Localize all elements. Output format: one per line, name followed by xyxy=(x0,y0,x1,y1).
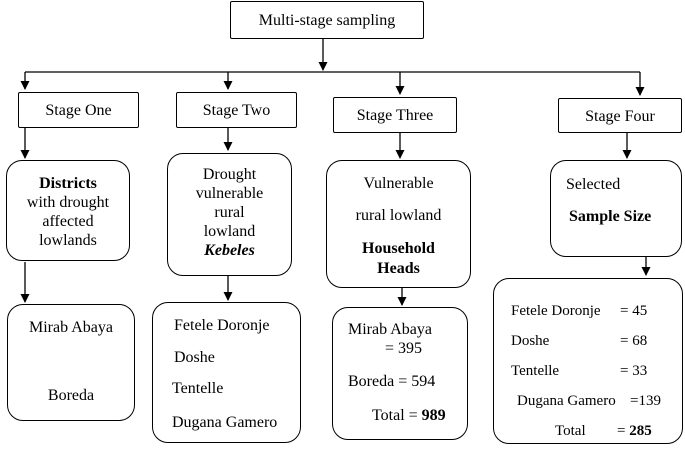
stage-three-detail-line: Heads xyxy=(377,260,420,277)
stage-three-total-line: Total = 989 xyxy=(372,406,446,425)
stage-two-detail-line: lowland xyxy=(203,223,256,240)
stage-one-result-line: Mirab Abaya xyxy=(29,319,113,336)
stage-four-result-value: = 68 xyxy=(620,333,648,349)
stage-three-detail-line: Household xyxy=(362,240,435,257)
stage-two-result-line: Doshe xyxy=(174,349,215,366)
stage-four-box: Stage Four xyxy=(558,98,682,133)
stage-four-detail-line: Selected xyxy=(566,176,621,193)
stage-four-result-value: = 45 xyxy=(620,303,648,319)
stage-four-label: Stage Four xyxy=(585,108,655,125)
stage-two-detail-line: vulnerable xyxy=(195,185,264,202)
stage-four-detail-line: Sample Size xyxy=(569,208,652,225)
stage-four-result-value: = 33 xyxy=(620,363,648,379)
stage-two-detail-line: Drought xyxy=(202,166,257,183)
stage-three-detail-line: rural lowland xyxy=(355,207,442,224)
stage-three-result-line: = 395 xyxy=(385,340,423,357)
stage-three-label: Stage Three xyxy=(356,107,434,124)
stage-two-detail-line: rural xyxy=(214,204,245,221)
title-text: Multi-stage sampling xyxy=(258,12,396,29)
stage-one-detail-line: affected xyxy=(42,213,94,230)
stage-one-detail-line: Districts xyxy=(39,175,97,192)
stage-one-box: Stage One xyxy=(18,92,139,128)
stage-three-box: Stage Three xyxy=(333,97,457,133)
stage-two-box: Stage Two xyxy=(176,92,297,128)
stage-one-result-box: Mirab Abaya Boreda xyxy=(7,304,135,421)
stage-three-result-line: Boreda = 594 xyxy=(348,373,436,390)
stage-two-label: Stage Two xyxy=(202,102,271,119)
stage-two-result-line: Dugana Gamero xyxy=(172,414,278,431)
stage-four-result-name: Tentelle xyxy=(511,363,560,379)
stage-two-detail-box: Drought vulnerable rural lowland Kebeles xyxy=(167,153,292,276)
stage-four-total-value: 285 xyxy=(629,423,652,439)
stage-one-result-line: Boreda xyxy=(47,387,95,404)
stage-four-total-eq: = xyxy=(617,423,630,439)
stage-three-result-line: Mirab Abaya xyxy=(348,321,432,338)
stage-two-detail-line: Kebeles xyxy=(204,242,255,259)
stage-two-result-line: Tentelle xyxy=(172,380,224,397)
stage-one-detail-line: lowlands xyxy=(39,232,97,249)
stage-four-detail-box: Selected Sample Size xyxy=(550,160,682,257)
stage-four-result-box: Fetele Doronje = 45 Doshe = 68 Tentelle … xyxy=(493,278,683,444)
stage-one-detail-line: with drought xyxy=(26,194,110,211)
title-box: Multi-stage sampling xyxy=(230,1,424,39)
stage-four-result-name: Doshe xyxy=(511,333,550,349)
stage-four-total-line: = 285 xyxy=(617,422,652,441)
stage-three-result-box: Mirab Abaya = 395 Boreda = 594 Total = 9… xyxy=(332,307,468,440)
stage-one-label: Stage One xyxy=(45,102,112,119)
stage-two-result-line: Fetele Doronje xyxy=(174,317,270,334)
stage-four-result-name: Dugana Gamero xyxy=(517,393,616,409)
stage-three-total-label: Total = xyxy=(372,407,422,424)
stage-three-detail-box: Vulnerable rural lowland Household Heads xyxy=(326,160,471,288)
stage-three-total-value: 989 xyxy=(421,407,446,424)
stage-three-detail-line: Vulnerable xyxy=(363,175,434,192)
stage-four-result-value: =139 xyxy=(630,393,661,409)
stage-two-result-box: Fetele Doronje Doshe Tentelle Dugana Gam… xyxy=(152,302,301,443)
stage-one-detail-box: Districts with drought affected lowlands xyxy=(6,160,130,261)
stage-four-result-name: Fetele Doronje xyxy=(511,303,601,319)
stage-four-total-label: Total xyxy=(555,423,586,439)
